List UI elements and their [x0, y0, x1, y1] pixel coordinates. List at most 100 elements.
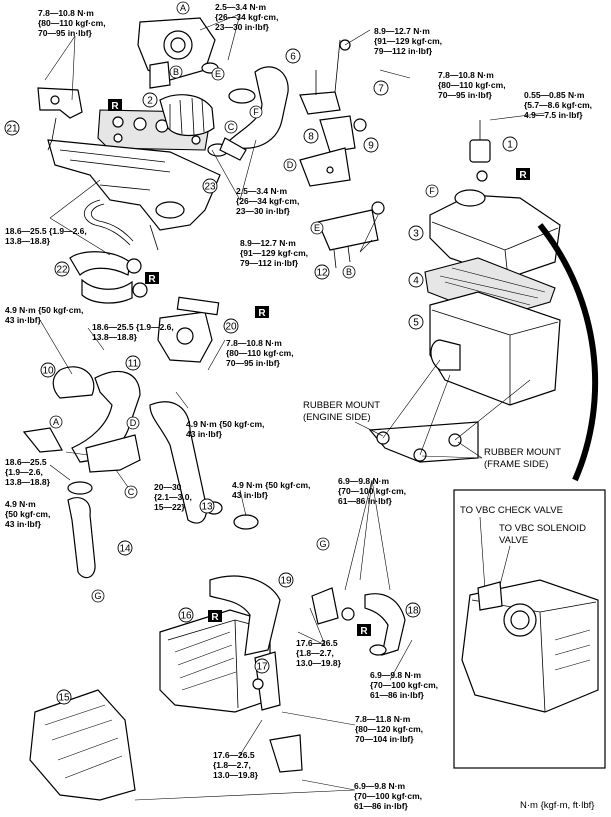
resonance-duct-6 — [219, 66, 289, 161]
callout-number: 17 — [256, 662, 268, 673]
replace-mark-6: R — [357, 624, 371, 637]
callout-number: 14 — [119, 544, 131, 555]
torque-spec-18: 17.6—26.5{1.8—2.7,13.0—19.8} — [296, 638, 342, 668]
air-duct-15 — [29, 689, 136, 801]
connection-letter-text: F — [429, 186, 435, 196]
torque-spec-6: 2.5—3.4 N·m{26—34 kgf·cm,23—30 in·lbf} — [236, 186, 299, 216]
callout-14: 14 — [117, 540, 133, 556]
connection-letter-f: F — [425, 184, 439, 198]
svg-text:R: R — [360, 626, 368, 637]
bracket-d — [299, 147, 351, 187]
connection-letter-c: C — [224, 120, 238, 134]
callout-17: 17 — [254, 658, 270, 674]
torque-spec-1: 7.8—10.8 N·m{80—110 kgf·cm,70—95 in·lbf} — [38, 8, 106, 38]
bracket-12 — [317, 201, 385, 269]
callout-12: 12 — [314, 264, 330, 280]
connection-letter-text: A — [180, 3, 186, 13]
callout-number: 23 — [204, 182, 216, 193]
connection-letter-e: E — [211, 67, 225, 81]
callout-11: 11 — [125, 355, 141, 371]
callout-13: 13 — [199, 498, 215, 514]
bracket-17 — [252, 651, 303, 773]
vbc-connector-1 — [469, 120, 491, 182]
connection-letter-text: C — [128, 487, 135, 497]
connection-letter-d: D — [283, 158, 297, 172]
callout-1: 1 — [502, 136, 518, 152]
egr-valve-20 — [157, 296, 220, 363]
rubber-mount-engine-label: RUBBER MOUNT(ENGINE SIDE) — [303, 400, 380, 423]
callout-number: 5 — [413, 318, 419, 329]
torque-spec-2: 2.5—3.4 N·m{26—34 kgf·cm,23—30 in·lbf} — [215, 2, 278, 32]
callout-20: 20 — [223, 318, 239, 334]
svg-text:R: R — [211, 612, 219, 623]
svg-text:R: R — [519, 170, 527, 181]
callout-2: 2 — [142, 92, 158, 108]
connection-letter-c: C — [124, 485, 138, 499]
rubber-mount-frame-label: RUBBER MOUNT(FRAME SIDE) — [484, 447, 561, 470]
callout-7: 7 — [373, 80, 389, 96]
bracket-c — [22, 427, 141, 473]
callout-number: 13 — [201, 502, 213, 513]
air-cleaner-case-5 — [429, 291, 561, 406]
replace-mark-2: R — [516, 168, 530, 181]
callout-10: 10 — [40, 362, 56, 378]
torque-spec-7: 18.6—25.5 {1.9—2.6,13.8—18.8} — [5, 226, 87, 246]
callout-number: 2 — [147, 96, 153, 107]
air-cleaner-cover-3 — [429, 189, 561, 279]
callout-number: 6 — [290, 52, 296, 63]
callout-16: 16 — [178, 607, 194, 623]
callout-number: 19 — [280, 576, 292, 587]
connection-letter-g: G — [316, 537, 330, 551]
connection-letter-text: C — [228, 122, 235, 132]
connection-letter-text: G — [94, 591, 101, 601]
callout-number: 10 — [42, 366, 54, 377]
torque-spec-22: 6.9—9.8 N·m{70—100 kgf·cm,61—86 in·lbf} — [354, 781, 422, 811]
torque-spec-9: 4.9 N·m {50 kgf·cm,43 in·lbf} — [5, 305, 83, 325]
connection-letter-text: D — [130, 418, 137, 428]
callout-3: 3 — [408, 225, 424, 241]
callout-number: 16 — [180, 611, 192, 622]
callout-21: 21 — [4, 120, 20, 136]
svg-text:R: R — [111, 101, 119, 112]
connection-letter-f: F — [249, 105, 263, 119]
torque-spec-21: 17.6—26.5{1.8—2.7,13.0—19.8} — [213, 750, 259, 780]
exhaust-pipe-22 — [69, 251, 148, 304]
connection-letter-text: A — [53, 417, 59, 427]
callout-4: 4 — [408, 272, 424, 288]
torque-spec-12: 4.9 N·m {50 kgf·cm,43 in·lbf} — [186, 419, 264, 439]
units-note: N·m {kgf·m, ft·lbf} — [520, 800, 594, 811]
connector-leader-lines — [382, 359, 531, 456]
torque-spec-16: 4.9 N·m {50 kgf·cm,43 in·lbf} — [232, 480, 310, 500]
connection-letter-d: D — [126, 416, 140, 430]
connection-letter-text: E — [314, 223, 320, 233]
callout-number: 7 — [378, 84, 384, 95]
callout-number: 1 — [507, 140, 513, 151]
torque-spec-4: 7.8—10.8 N·m{80—110 kgf·cm,70—95 in·lbf} — [438, 70, 506, 100]
connection-letter-text: G — [319, 539, 326, 549]
callout-number: 8 — [308, 132, 314, 143]
callout-22: 22 — [54, 261, 70, 277]
callout-9: 9 — [363, 137, 379, 153]
callout-number: 20 — [225, 322, 237, 333]
callout-number: 21 — [6, 124, 18, 135]
torque-spec-8: 8.9—12.7 N·m{91—129 kgf·cm,79—112 in·lbf… — [240, 238, 308, 268]
connection-letter-a: A — [49, 415, 63, 429]
air-pipe-19 — [209, 575, 281, 656]
heat-insulator-21 — [37, 87, 83, 151]
svg-text:R: R — [258, 308, 266, 319]
intercooler-16 — [159, 609, 271, 713]
callout-number: 15 — [58, 693, 70, 704]
replace-mark-3: R — [145, 272, 159, 285]
callout-15: 15 — [56, 689, 72, 705]
callout-number: 9 — [368, 141, 374, 152]
callout-6: 6 — [285, 48, 301, 64]
torque-spec-20: 7.8—11.8 N·m{80—120 kgf·cm,70—104 in·lbf… — [355, 714, 423, 744]
connection-letter-text: E — [215, 69, 221, 79]
svg-text:R: R — [148, 274, 156, 285]
callout-5: 5 — [408, 314, 424, 330]
inset-pointer-arrow — [537, 223, 599, 482]
vbc-check-valve-label: TO VBC CHECK VALVE — [460, 505, 563, 516]
